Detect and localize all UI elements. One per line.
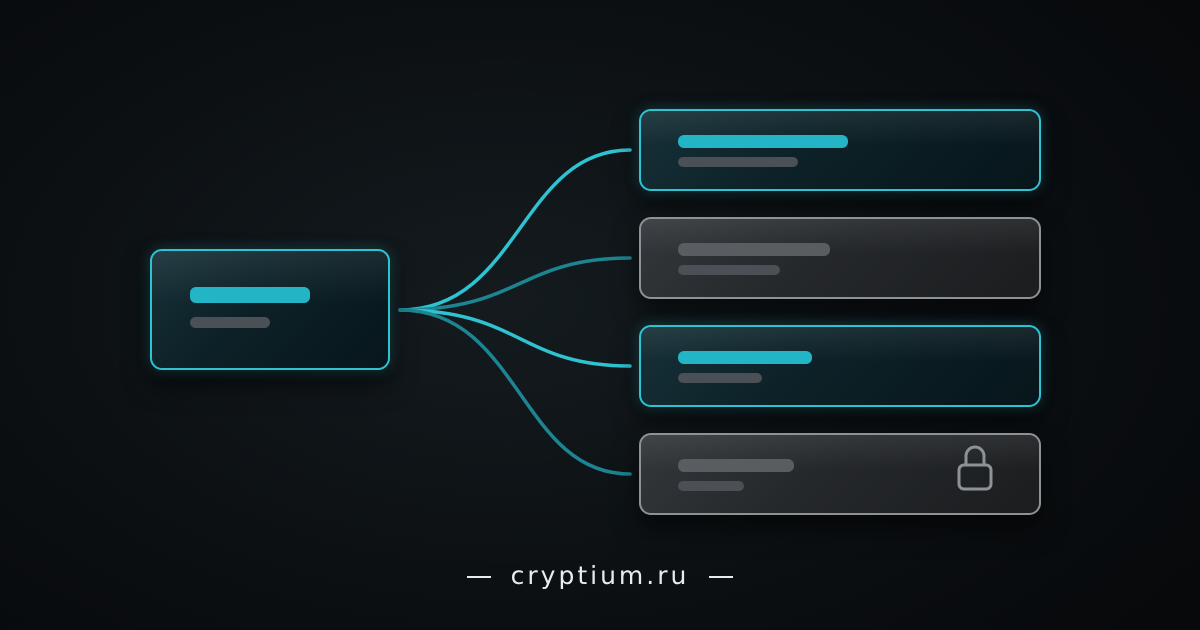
source-node-card bbox=[150, 249, 390, 370]
target-node-1-subtitle-placeholder bbox=[678, 157, 798, 167]
footer-dash-right bbox=[709, 576, 734, 578]
footer-dash-left bbox=[466, 576, 491, 578]
footer-brand: cryptium.ru bbox=[0, 556, 1200, 596]
connector-line-2 bbox=[398, 256, 632, 312]
target-node-card-1 bbox=[639, 109, 1041, 191]
target-node-3-title-placeholder bbox=[678, 351, 812, 364]
target-node-3-subtitle-placeholder bbox=[678, 373, 762, 383]
source-node-title-placeholder bbox=[190, 287, 310, 303]
target-node-card-4-locked bbox=[639, 433, 1041, 515]
connector-line-4 bbox=[398, 308, 632, 476]
target-node-card-2 bbox=[639, 217, 1041, 299]
target-node-card-3 bbox=[639, 325, 1041, 407]
target-node-1-title-placeholder bbox=[678, 135, 848, 148]
target-node-4-subtitle-placeholder bbox=[678, 481, 744, 491]
target-node-4-title-placeholder bbox=[678, 459, 794, 472]
target-node-2-title-placeholder bbox=[678, 243, 830, 256]
footer-brand-text[interactable]: cryptium.ru bbox=[510, 561, 690, 590]
source-node-subtitle-placeholder bbox=[190, 317, 270, 328]
connector-line-3 bbox=[398, 308, 632, 368]
lock-icon bbox=[957, 445, 993, 491]
connector-line-1 bbox=[398, 148, 632, 312]
target-node-2-subtitle-placeholder bbox=[678, 265, 780, 275]
